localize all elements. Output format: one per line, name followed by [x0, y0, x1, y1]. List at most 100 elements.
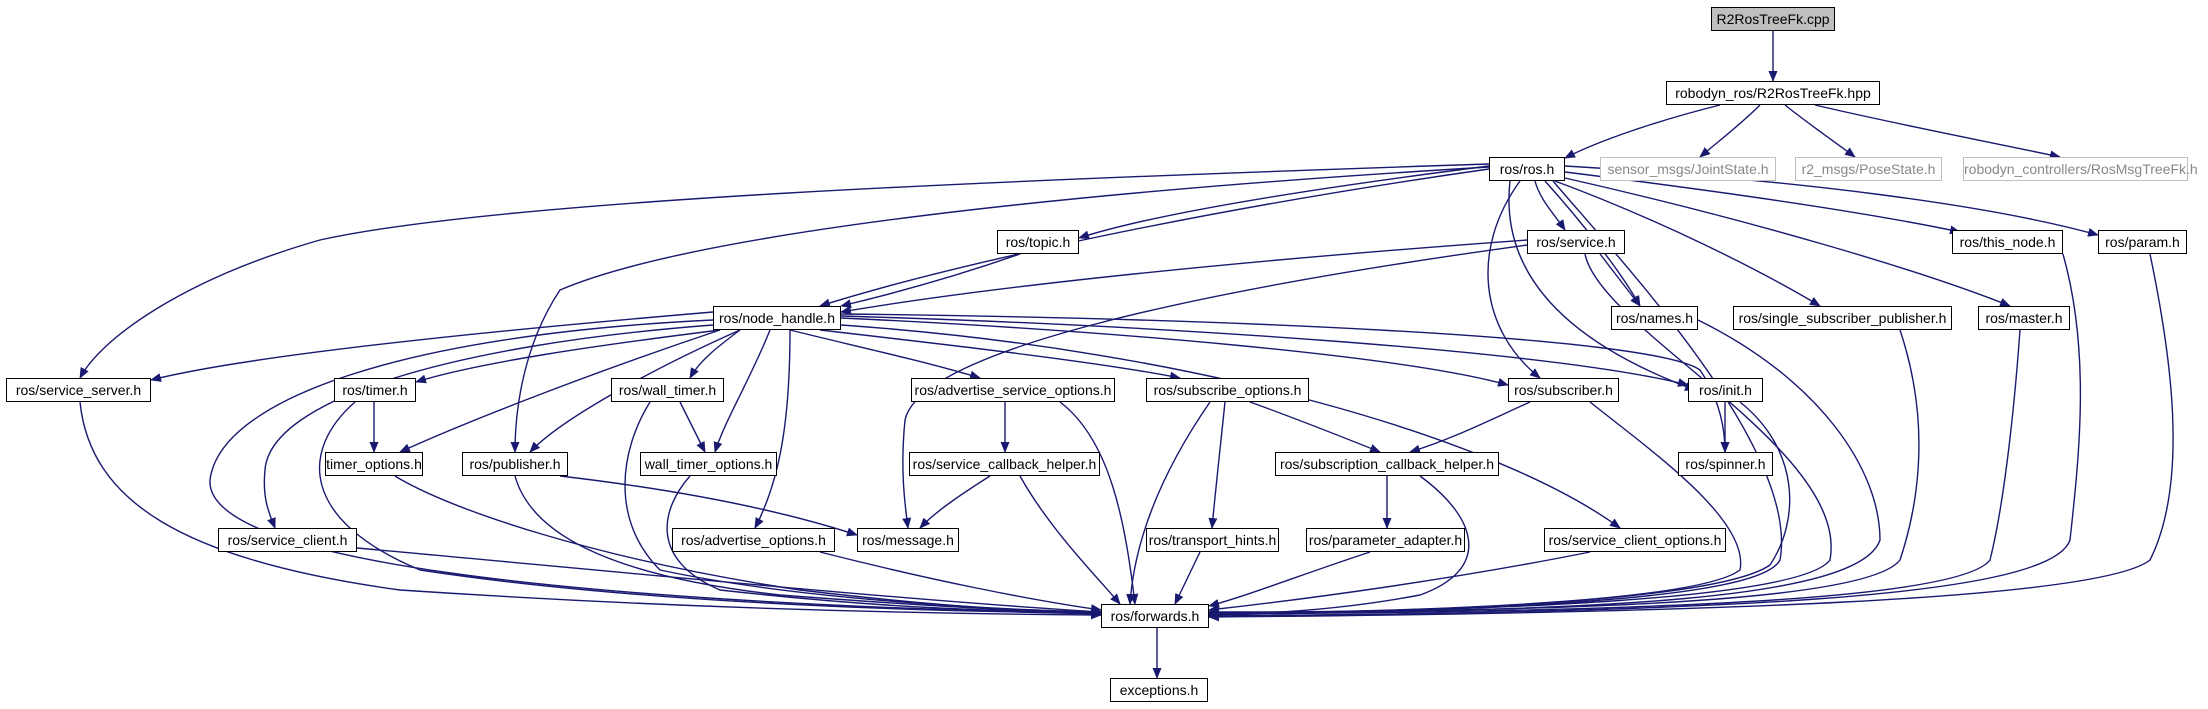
edge-nh-serviceclientoptions — [840, 324, 1621, 529]
node-label: sensor_msgs/JointState.h — [1607, 161, 1769, 177]
node-ros-node-handle-h[interactable]: ros/node_handle.h — [713, 306, 841, 330]
node-ros-subscribe-options-h[interactable]: ros/subscribe_options.h — [1146, 378, 1309, 402]
edge-hpp-ros-h — [1564, 104, 1721, 159]
node-label: ros/ros.h — [1499, 161, 1555, 177]
node-label: ros/publisher.h — [469, 456, 561, 472]
edge-service-nodehandle — [840, 239, 1528, 315]
node-label: ros/service_client.h — [227, 532, 348, 548]
edge-serviceserver-forwards — [79, 401, 1102, 620]
node-label: r2_msgs/PoseState.h — [1801, 161, 1936, 177]
edge-thisnode-forwards — [1208, 253, 2082, 621]
node-r2-msgs-posestate-h: r2_msgs/PoseState.h — [1795, 157, 1942, 181]
node-label: ros/subscriber.h — [1514, 382, 1613, 398]
node-ros-spinner-h[interactable]: ros/spinner.h — [1678, 452, 1773, 476]
edge-ros-serviceserver — [79, 163, 1490, 379]
node-label: ros/names.h — [1615, 310, 1694, 326]
node-label: ros/service_client_options.h — [1548, 532, 1722, 548]
node-ros-subscription-callback-helper-h[interactable]: ros/subscription_callback_helper.h — [1275, 452, 1499, 476]
edge-master-forwards — [1208, 329, 2021, 619]
node-label: ros/timer.h — [342, 382, 408, 398]
edge-ros-service — [1534, 180, 1566, 231]
edge-param-forwards — [1208, 253, 2174, 622]
node-label: ros/forwards.h — [1110, 608, 1200, 624]
node-ros-names-h[interactable]: ros/names.h — [1611, 306, 1698, 330]
edge-walltimeroptions-forwards — [666, 475, 1102, 617]
node-timer-options-h[interactable]: timer_options.h — [325, 452, 423, 476]
edge-service-forwards — [1208, 253, 1832, 620]
node-label: robodyn_ros/R2RosTreeFk.hpp — [1675, 85, 1871, 101]
node-ros-forwards-h[interactable]: ros/forwards.h — [1101, 604, 1209, 628]
edge-walltimer-walltimeroptions — [679, 401, 706, 453]
edge-nh-subscriber — [840, 317, 1509, 387]
edge-ros-topic — [1078, 165, 1490, 240]
node-label: ros/wall_timer.h — [618, 382, 717, 398]
edge-singlesub-forwards — [1208, 329, 1920, 617]
edge-nh-forwards — [209, 319, 1102, 619]
edge-topic-nodehandle — [840, 253, 1021, 309]
edge-serviceclientoptions-forwards — [1208, 551, 1591, 614]
node-label: ros/single_subscriber_publisher.h — [1738, 310, 1947, 326]
node-ros-service-client-h[interactable]: ros/service_client.h — [218, 528, 357, 552]
node-ros-master-h[interactable]: ros/master.h — [1978, 306, 2070, 330]
node-label: ros/service_server.h — [15, 382, 142, 398]
edge-hpp-posestate — [1784, 104, 1856, 158]
node-ros-service-client-options-h[interactable]: ros/service_client_options.h — [1544, 528, 1726, 552]
edge-nh-advoptions — [754, 329, 791, 529]
edge-parameteradapter-forwards — [1208, 551, 1371, 608]
edge-subscriber-subscriptioncallbackhelper — [1409, 401, 1531, 454]
node-label: robodyn_controllers/RosMsgTreeFk.h — [1964, 161, 2198, 177]
node-ros-topic-h[interactable]: ros/topic.h — [997, 230, 1079, 254]
edge-nh-walltimer — [689, 329, 741, 379]
edge-ros-init — [1508, 180, 1696, 391]
node-ros-wall-timer-h[interactable]: ros/wall_timer.h — [611, 378, 724, 402]
edge-service-names — [1599, 253, 1641, 307]
node-ros-this-node-h[interactable]: ros/this_node.h — [1952, 230, 2063, 254]
node-exceptions-h[interactable]: exceptions.h — [1110, 678, 1208, 702]
node-label: ros/message.h — [862, 532, 954, 548]
node-label: ros/subscribe_options.h — [1153, 382, 1302, 398]
edge-transporthints-forwards — [1174, 551, 1201, 605]
node-r2rostreefk-hpp[interactable]: robodyn_ros/R2RosTreeFk.hpp — [1666, 81, 1880, 105]
edge-nh-timer — [415, 329, 721, 384]
edge-nh-timeroptions — [399, 329, 721, 453]
node-r2rostreefk-cpp[interactable]: R2RosTreeFk.cpp — [1711, 7, 1835, 31]
edge-nh-serviceserver — [150, 311, 714, 382]
edge-advsvcopts-forwards — [1059, 401, 1139, 605]
node-ros-advertise-options-h[interactable]: ros/advertise_options.h — [672, 528, 835, 552]
edge-subscriptioncallbackhelper-forwards — [1208, 475, 1470, 619]
node-ros-publisher-h[interactable]: ros/publisher.h — [462, 452, 568, 476]
node-ros-init-h[interactable]: ros/init.h — [1688, 378, 1763, 402]
node-robodyn-controllers-rosmsgtreefk-h: robodyn_controllers/RosMsgTreeFk.h — [1963, 157, 2198, 181]
node-ros-service-callback-helper-h[interactable]: ros/service_callback_helper.h — [909, 452, 1100, 476]
edge-nh-subopts — [819, 329, 1181, 381]
edge-servicecallbackhelper-message — [919, 475, 991, 529]
dependency-edges — [79, 31, 2174, 679]
node-ros-single-subscriber-publisher-h[interactable]: ros/single_subscriber_publisher.h — [1733, 306, 1952, 330]
node-ros-parameter-adapter-h[interactable]: ros/parameter_adapter.h — [1306, 528, 1465, 552]
edge-subopts-forwards — [1126, 401, 1211, 605]
edge-subscriber-forwards — [1208, 401, 1742, 618]
node-ros-service-server-h[interactable]: ros/service_server.h — [6, 378, 151, 402]
edge-advoptions-forwards — [819, 551, 1102, 614]
edge-hpp-jointstate — [1699, 104, 1761, 158]
node-sensor-msgs-jointstate-h: sensor_msgs/JointState.h — [1600, 157, 1776, 181]
edge-serviceclient-forwards — [356, 547, 1102, 616]
node-label: R2RosTreeFk.cpp — [1716, 11, 1830, 27]
node-label: ros/spinner.h — [1685, 456, 1766, 472]
node-ros-service-h[interactable]: ros/service.h — [1527, 230, 1625, 254]
node-ros-timer-h[interactable]: ros/timer.h — [334, 378, 416, 402]
node-ros-transport-hints-h[interactable]: ros/transport_hints.h — [1146, 528, 1279, 552]
node-ros-subscriber-h[interactable]: ros/subscriber.h — [1508, 378, 1619, 402]
node-ros-h[interactable]: ros/ros.h — [1489, 157, 1565, 181]
node-ros-param-h[interactable]: ros/param.h — [2098, 230, 2187, 254]
node-label: ros/parameter_adapter.h — [1308, 532, 1463, 548]
edge-subopts-subscriptioncallbackhelper — [1249, 401, 1381, 453]
node-label: ros/advertise_service_options.h — [914, 382, 1112, 398]
edge-init-forwards — [1208, 401, 1791, 619]
edge-nh-spinner — [840, 313, 1730, 453]
node-ros-message-h[interactable]: ros/message.h — [857, 528, 959, 552]
node-wall-timer-options-h[interactable]: wall_timer_options.h — [640, 452, 777, 476]
node-ros-advertise-service-options-h[interactable]: ros/advertise_service_options.h — [911, 378, 1115, 402]
edge-nh-walltimeroptions — [713, 329, 771, 453]
edge-ros-thisnode — [1564, 171, 1961, 235]
